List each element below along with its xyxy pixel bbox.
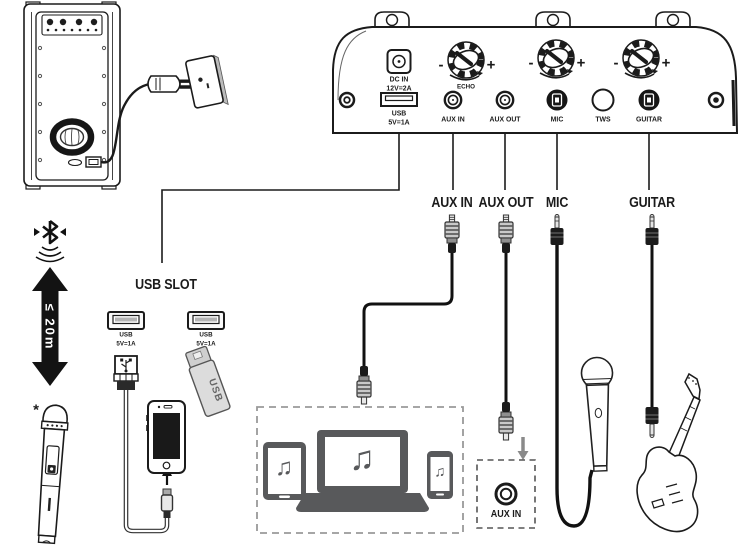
usb-port1-spec: 5V=1A bbox=[116, 340, 136, 348]
wired-mic-illustration bbox=[580, 356, 614, 472]
screw-hole-icon bbox=[707, 91, 725, 109]
aux-plug-icon bbox=[356, 366, 372, 405]
guitar-cable-assembly bbox=[636, 214, 701, 533]
mic-footnote-asterisk: * bbox=[33, 401, 39, 419]
aux-out-cable-assembly bbox=[498, 214, 529, 460]
tablet-icon bbox=[263, 442, 306, 500]
speaker-logo bbox=[67, 158, 83, 167]
aux-out-jack-icon bbox=[495, 90, 515, 110]
usb-port2-label: USB bbox=[199, 331, 213, 339]
micro-usb-plug-icon bbox=[160, 488, 174, 518]
aux-plug-icon bbox=[498, 402, 514, 441]
usb-plug-icon bbox=[113, 355, 139, 390]
panel-usb-spec: 5V=1A bbox=[388, 116, 410, 126]
bluetooth-icon bbox=[34, 219, 66, 245]
rear-panel-illustration bbox=[332, 11, 739, 134]
usb-slot-leader-line bbox=[161, 133, 400, 263]
panel-mic-label: MIC bbox=[550, 114, 564, 124]
mic-volume-knob-icon bbox=[537, 39, 575, 79]
aux-plug-icon bbox=[498, 214, 514, 253]
echo-label: ECHO bbox=[456, 83, 476, 91]
music-note-icon: ♫ bbox=[349, 439, 375, 478]
wall-outlet-icon bbox=[185, 54, 229, 109]
power-inlet-icon bbox=[85, 156, 102, 168]
echo-minus: - bbox=[438, 56, 444, 74]
speaker-back-illustration bbox=[23, 1, 121, 190]
usb-slot-port-icon bbox=[107, 311, 145, 330]
screw-hole-icon bbox=[338, 91, 356, 109]
guitar-illustration bbox=[636, 372, 701, 533]
panel-aux-in-label: AUX IN bbox=[441, 114, 465, 124]
panel-usb-label: USB bbox=[391, 108, 407, 118]
down-arrow-icon bbox=[517, 437, 529, 460]
quarter-inch-plug-icon bbox=[550, 214, 564, 245]
dc-in-jack-icon bbox=[386, 49, 412, 74]
wireless-mic-illustration bbox=[37, 404, 69, 545]
range-arrow-icon bbox=[32, 267, 68, 386]
callout-mic-label: MIC bbox=[545, 194, 569, 211]
music-phone-icon bbox=[427, 451, 453, 499]
usb-slot-title: USB SLOT bbox=[135, 276, 197, 293]
aux-in-box-label: AUX IN bbox=[490, 509, 522, 520]
panel-mount-tab bbox=[374, 11, 410, 28]
leader-lines bbox=[161, 133, 650, 263]
dc-in-spec: 12V=2A bbox=[386, 82, 412, 92]
aux-in-target-box bbox=[476, 459, 536, 529]
mic-knob-plus: + bbox=[576, 54, 586, 72]
quarter-inch-plug-icon bbox=[645, 214, 659, 245]
mic-knob-minus: - bbox=[528, 54, 534, 72]
guitar-knob-plus: + bbox=[661, 54, 671, 72]
bass-port-icon bbox=[49, 118, 95, 156]
bluetooth-devices-box bbox=[256, 406, 464, 534]
aux-in-jack-icon bbox=[443, 90, 463, 110]
dc-in-label: DC IN bbox=[389, 74, 409, 84]
laptop-icon bbox=[296, 430, 429, 512]
music-note-icon: ♫ bbox=[434, 463, 446, 481]
aux-in-socket-icon bbox=[494, 482, 518, 506]
echo-knob-icon bbox=[447, 41, 485, 81]
guitar-volume-knob-icon bbox=[622, 39, 660, 79]
smartphone-illustration bbox=[146, 400, 186, 474]
guitar-knob-minus: - bbox=[613, 54, 619, 72]
power-cable bbox=[100, 82, 151, 164]
usb-port-icon bbox=[380, 92, 418, 107]
usb-cable bbox=[123, 390, 170, 534]
panel-aux-out-label: AUX OUT bbox=[489, 114, 521, 124]
wireless-waves-icon bbox=[35, 246, 65, 263]
echo-plus: + bbox=[486, 56, 496, 74]
panel-guitar-label: GUITAR bbox=[636, 114, 662, 124]
callout-aux-out-label: AUX OUT bbox=[478, 194, 534, 211]
quarter-inch-plug-icon bbox=[645, 407, 659, 438]
aux-plug-icon bbox=[444, 214, 460, 253]
aux-in-cable-assembly bbox=[356, 214, 460, 405]
callout-aux-in-label: AUX IN bbox=[431, 194, 473, 211]
panel-mount-tab bbox=[655, 11, 691, 28]
usb-port2-spec: 5V=1A bbox=[196, 340, 216, 348]
power-plug-icon bbox=[147, 75, 192, 93]
mic-cable-assembly bbox=[550, 214, 614, 528]
guitar-jack-icon bbox=[638, 89, 660, 111]
usb-flash-drive-icon: USB bbox=[185, 345, 231, 417]
tws-button-icon bbox=[591, 88, 615, 112]
usb-slot-port-icon bbox=[187, 311, 225, 330]
usb-port1-label: USB bbox=[119, 331, 133, 339]
panel-mount-tab bbox=[535, 11, 571, 28]
panel-side-slot bbox=[731, 79, 736, 127]
music-note-icon: ♫ bbox=[275, 454, 293, 481]
bluetooth-range-label: ≤ 20m bbox=[42, 303, 58, 351]
callout-guitar-label: GUITAR bbox=[629, 194, 675, 211]
mic-jack-icon bbox=[546, 89, 568, 111]
panel-tws-label: TWS bbox=[595, 114, 611, 124]
